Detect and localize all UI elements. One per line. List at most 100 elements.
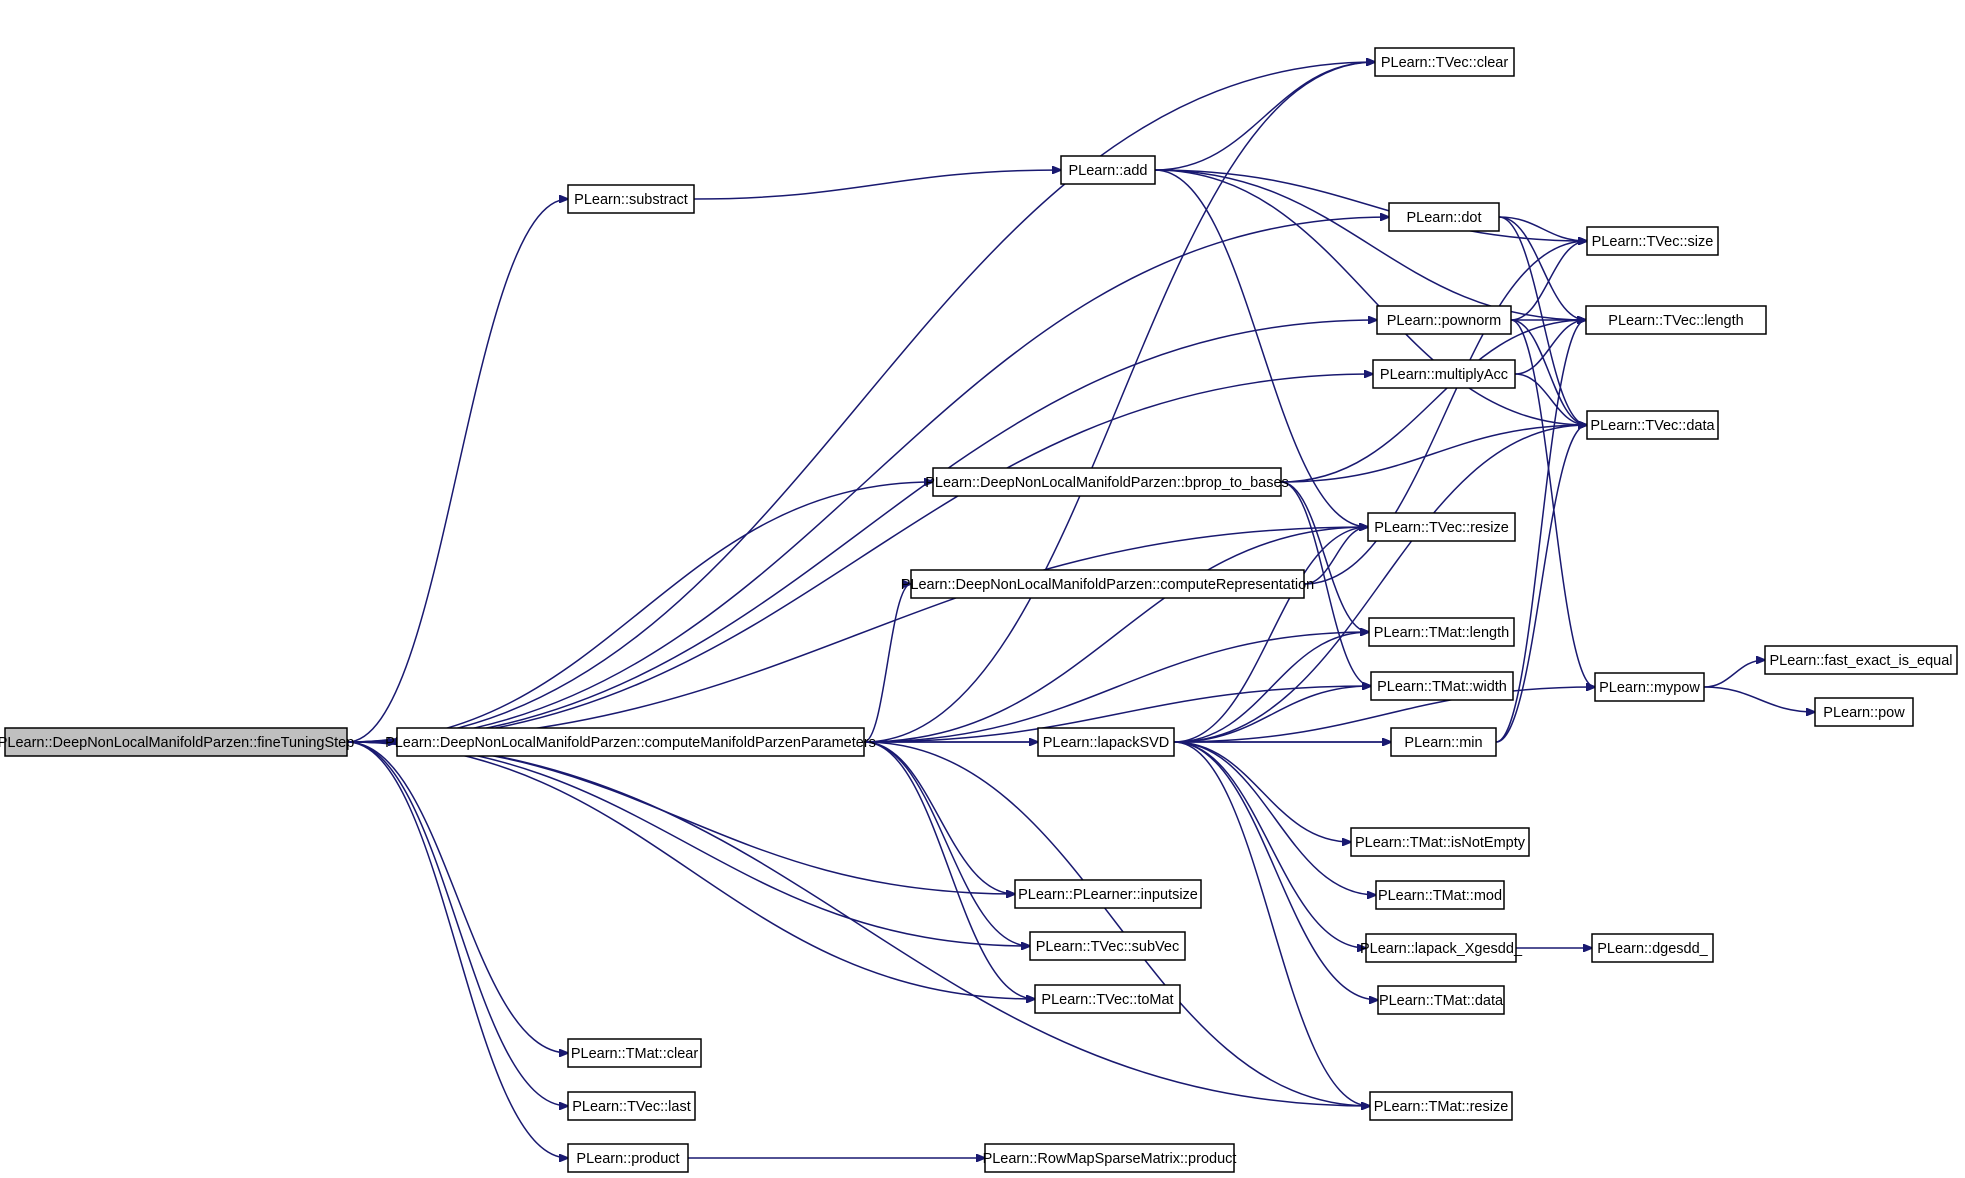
node-product[interactable]: PLearn::product: [567, 1143, 689, 1173]
edge-mypow-to-fasteq: [1703, 660, 1765, 688]
node-box-fasteq: [1764, 645, 1958, 675]
node-label-product: PLearn::product: [576, 1151, 679, 1167]
edge-pownorm-to-mypow: [1510, 319, 1595, 687]
edge-root-to-tmatresize: [346, 741, 1370, 1106]
node-label-substract: PLearn::substract: [574, 192, 688, 208]
edge-lapacksvd-to-tvecresize: [1173, 527, 1368, 743]
node-label-root: PLearn::DeepNonLocalManifoldParzen::fine…: [0, 735, 354, 751]
edge-path-root-to-tomat: [346, 741, 1035, 999]
node-box-min: [1390, 727, 1497, 757]
edge-bprop-to-tvecdata: [1280, 425, 1587, 483]
edge-path-dot-to-tvecdata: [1498, 216, 1587, 425]
node-dot[interactable]: PLearn::dot: [1388, 202, 1500, 232]
edge-path-multiplyacc-to-tveclength: [1514, 320, 1586, 375]
edge-path-cmpp-to-tmatwidth: [863, 686, 1371, 743]
node-label-inputsize: PLearn::PLearner::inputsize: [1018, 887, 1198, 903]
node-min[interactable]: PLearn::min: [1390, 727, 1497, 757]
node-tveclast[interactable]: PLearn::TVec::last: [567, 1091, 696, 1121]
node-subvec[interactable]: PLearn::TVec::subVec: [1029, 931, 1186, 961]
node-tvecresize[interactable]: PLearn::TVec::resize: [1367, 512, 1516, 542]
node-tveclength[interactable]: PLearn::TVec::length: [1585, 305, 1767, 335]
edge-dot-to-tveclength: [1498, 216, 1586, 320]
node-label-min: PLearn::min: [1404, 735, 1482, 751]
node-substract[interactable]: PLearn::substract: [567, 184, 695, 214]
edge-cmpp-to-tmatwidth: [863, 686, 1371, 743]
edge-add-to-tveclength: [1154, 169, 1586, 320]
node-inputsize[interactable]: PLearn::PLearner::inputsize: [1014, 879, 1202, 909]
edge-path-dot-to-tveclength: [1498, 216, 1586, 320]
edge-root-to-tomat: [346, 741, 1035, 999]
edge-multiplyacc-to-tveclength: [1514, 320, 1586, 375]
node-box-tveclength: [1585, 305, 1767, 335]
node-tmatmod[interactable]: PLearn::TMat::mod: [1375, 880, 1505, 910]
edge-path-cmpp-to-tvecclear: [863, 62, 1375, 743]
node-rowmapproduct[interactable]: PLearn::RowMapSparseMatrix::product: [983, 1143, 1237, 1173]
node-box-pow: [1814, 697, 1914, 727]
node-tomat[interactable]: PLearn::TVec::toMat: [1034, 984, 1181, 1014]
node-label-dgesdd: PLearn::dgesdd_: [1597, 941, 1708, 957]
node-fasteq[interactable]: PLearn::fast_exact_is_equal: [1764, 645, 1958, 675]
node-label-tveclast: PLearn::TVec::last: [572, 1099, 690, 1115]
node-box-inputsize: [1014, 879, 1202, 909]
node-comprep[interactable]: PLearn::DeepNonLocalManifoldParzen::comp…: [901, 569, 1315, 599]
node-tvecdata[interactable]: PLearn::TVec::data: [1586, 410, 1719, 440]
edge-path-add-to-tvecsize: [1154, 169, 1587, 241]
edge-path-cmpp-to-inputsize: [863, 741, 1015, 894]
node-cmpp[interactable]: PLearn::DeepNonLocalManifoldParzen::comp…: [385, 727, 876, 757]
node-tmatdata[interactable]: PLearn::TMat::data: [1377, 985, 1505, 1015]
node-box-substract: [567, 184, 695, 214]
edge-path-add-to-tvecresize: [1154, 169, 1368, 527]
node-pow[interactable]: PLearn::pow: [1814, 697, 1914, 727]
edge-path-lapacksvd-to-isnotempty: [1173, 741, 1351, 842]
edge-path-pownorm-to-mypow: [1510, 319, 1595, 687]
node-root[interactable]: PLearn::DeepNonLocalManifoldParzen::fine…: [0, 727, 354, 757]
node-label-tmatmod: PLearn::TMat::mod: [1378, 888, 1502, 904]
node-multiplyacc[interactable]: PLearn::multiplyAcc: [1372, 359, 1516, 389]
edge-cmpp-to-tvecresize: [863, 527, 1368, 743]
node-tvecclear[interactable]: PLearn::TVec::clear: [1374, 47, 1515, 77]
node-label-isnotempty: PLearn::TMat::isNotEmpty: [1355, 835, 1526, 851]
edge-path-root-to-dot: [346, 217, 1389, 743]
node-label-comprep: PLearn::DeepNonLocalManifoldParzen::comp…: [901, 577, 1315, 593]
node-label-tmatdata: PLearn::TMat::data: [1379, 993, 1504, 1009]
edge-path-bprop-to-tvecdata: [1280, 425, 1587, 483]
node-isnotempty[interactable]: PLearn::TMat::isNotEmpty: [1350, 827, 1530, 857]
node-xgesdd[interactable]: PLearn::lapack_Xgesdd_: [1360, 933, 1523, 963]
edge-path-pownorm-to-tvecdata: [1510, 319, 1587, 425]
node-tvecsize[interactable]: PLearn::TVec::size: [1586, 226, 1719, 256]
edge-path-cmpp-to-tmatresize: [863, 741, 1370, 1106]
node-label-tomat: PLearn::TVec::toMat: [1041, 992, 1173, 1008]
node-label-dot: PLearn::dot: [1407, 210, 1482, 226]
edge-lapacksvd-to-tmatresize: [1173, 741, 1370, 1106]
edge-path-cmpp-to-subvec: [863, 741, 1030, 946]
node-box-cmpp: [396, 727, 865, 757]
node-tmatclear[interactable]: PLearn::TMat::clear: [567, 1038, 702, 1068]
node-mypow[interactable]: PLearn::mypow: [1594, 672, 1705, 702]
edge-bprop-to-tveclength: [1280, 320, 1586, 483]
node-add[interactable]: PLearn::add: [1060, 155, 1156, 185]
node-box-tmatwidth: [1370, 671, 1514, 701]
node-dgesdd[interactable]: PLearn::dgesdd_: [1591, 933, 1714, 963]
edge-path-min-to-tvecdata: [1495, 425, 1587, 743]
node-box-add: [1060, 155, 1156, 185]
edge-path-root-to-tvecclear: [346, 62, 1375, 743]
node-box-root: [4, 727, 348, 757]
node-tmatwidth[interactable]: PLearn::TMat::width: [1370, 671, 1514, 701]
node-box-tveclast: [567, 1091, 696, 1121]
edge-path-mypow-to-fasteq: [1703, 660, 1765, 688]
node-label-bprop: PLearn::DeepNonLocalManifoldParzen::bpro…: [925, 475, 1289, 491]
node-box-comprep: [910, 569, 1305, 599]
edge-dot-to-tvecdata: [1498, 216, 1587, 425]
edge-lapacksvd-to-isnotempty: [1173, 741, 1351, 842]
edge-path-root-to-tmatresize: [346, 741, 1370, 1106]
node-tmatresize[interactable]: PLearn::TMat::resize: [1369, 1091, 1513, 1121]
node-bprop[interactable]: PLearn::DeepNonLocalManifoldParzen::bpro…: [925, 467, 1289, 497]
edge-path-mypow-to-pow: [1703, 686, 1815, 712]
node-tmatlength[interactable]: PLearn::TMat::length: [1368, 617, 1515, 647]
node-pownorm[interactable]: PLearn::pownorm: [1376, 305, 1512, 335]
node-label-pow: PLearn::pow: [1823, 705, 1905, 721]
edge-min-to-tvecdata: [1495, 425, 1587, 743]
node-lapacksvd[interactable]: PLearn::lapackSVD: [1037, 727, 1175, 757]
node-label-pownorm: PLearn::pownorm: [1387, 313, 1501, 329]
